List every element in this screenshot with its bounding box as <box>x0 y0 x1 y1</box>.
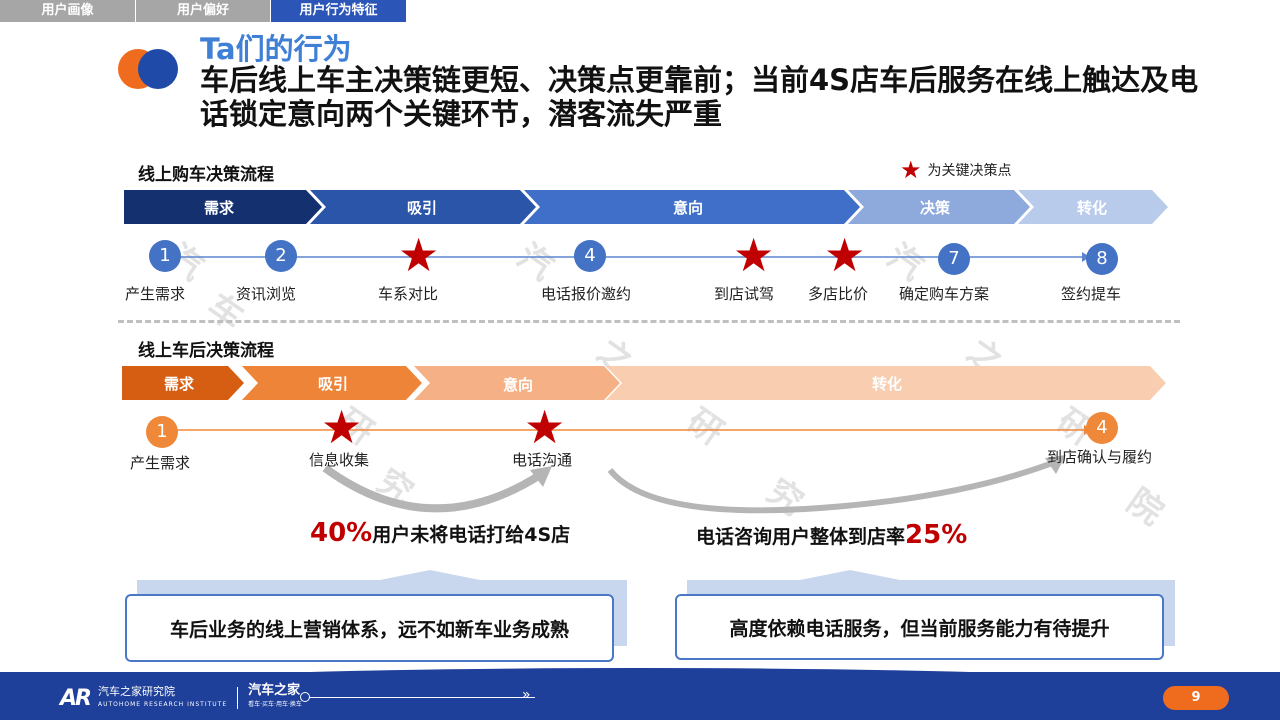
aftersale-flow-title: 线上车后决策流程 <box>138 341 274 361</box>
page-title: 车后线上车主决策链更短、决策点更靠前；当前4S店车后服务在线上触达及电话锁定意向… <box>200 63 1199 131</box>
step-label: 电话沟通 <box>512 451 573 469</box>
legend-label: 为关键决策点 <box>927 163 1012 179</box>
section-tabs: 用户画像 用户偏好 用户行为特征 <box>0 0 406 22</box>
purchase-stage-label: 决策 <box>919 198 950 217</box>
aftersale-stage-label: 转化 <box>871 374 902 393</box>
key-decision-star-icon: ★ <box>733 228 775 282</box>
callout-box-right: 高度依赖电话服务，但当前服务能力有待提升 <box>675 594 1164 660</box>
footer-progress-line <box>300 697 535 698</box>
aftersale-stage-chevron <box>242 366 422 400</box>
step-circle: 1 <box>149 240 181 272</box>
purchase-stage-label: 转化 <box>1076 198 1107 217</box>
aftersale-stage-label: 吸引 <box>317 374 348 393</box>
purchase-stage-chevron <box>524 190 860 224</box>
step-label: 到店试驾 <box>714 285 775 303</box>
step-label: 到店确认与履约 <box>1047 448 1153 466</box>
purchase-stage-label: 吸引 <box>406 198 437 217</box>
purchase-stage-chevron <box>310 190 536 224</box>
step-circle: 2 <box>265 240 297 272</box>
curve-arrowhead <box>1045 455 1066 474</box>
legend: ★ 为关键决策点 <box>900 158 1012 182</box>
section-divider <box>118 320 1180 323</box>
stat-right: 电话咨询用户整体到店率25% <box>696 520 967 550</box>
tab-user-portrait[interactable]: 用户画像 <box>0 0 135 22</box>
ar-logo-icon: AR <box>60 685 92 711</box>
footer-bar <box>0 672 1280 720</box>
curve-arrow-right <box>607 459 1057 514</box>
institute-en: AUTOHOME RESEARCH INSTITUTE <box>97 701 228 708</box>
page-number: 9 <box>1163 686 1229 710</box>
step-label: 确定购车方案 <box>899 285 990 303</box>
tab-user-behavior[interactable]: 用户行为特征 <box>270 0 406 22</box>
step-label: 多店比价 <box>808 285 869 303</box>
step-circle: 4 <box>1086 412 1118 444</box>
aftersale-stage-chevron <box>606 366 1166 400</box>
tab-user-preference[interactable]: 用户偏好 <box>135 0 270 22</box>
key-decision-star-icon: ★ <box>524 400 566 454</box>
step-label: 产生需求 <box>125 285 186 303</box>
callout-pointer <box>380 570 480 580</box>
step-label: 电话报价邀约 <box>541 285 632 303</box>
page-subtitle: Ta们的行为 <box>200 32 352 66</box>
purchase-stage-chevron <box>848 190 1030 224</box>
title-dots-logo <box>118 49 180 89</box>
key-decision-star-icon: ★ <box>398 228 440 282</box>
curve-arrowhead <box>530 466 552 487</box>
institute-name: 汽车之家研究院 AUTOHOME RESEARCH INSTITUTE <box>98 685 227 711</box>
step-circle: 7 <box>938 243 970 275</box>
purchase-flow-title: 线上购车决策流程 <box>138 165 274 185</box>
stat-left-number: 40% <box>310 518 373 548</box>
stat-right-text: 电话咨询用户整体到店率 <box>696 526 906 548</box>
key-decision-star-icon: ★ <box>321 400 363 454</box>
blue-dot-icon <box>138 49 178 89</box>
step-circle: 4 <box>574 240 606 272</box>
star-icon: ★ <box>900 156 922 184</box>
footer-brand: AR 汽车之家研究院 AUTOHOME RESEARCH INSTITUTE 汽… <box>60 684 302 712</box>
footer-line-dot-icon <box>300 692 310 702</box>
autohome-brand: 汽车之家 看车·买车·用车·换车 <box>248 684 302 712</box>
purchase-stage-chevron <box>124 190 322 224</box>
callout-pointer <box>800 570 900 580</box>
step-label: 产生需求 <box>130 454 191 472</box>
key-decision-star-icon: ★ <box>824 228 866 282</box>
autohome-slogan: 看车·买车·用车·换车 <box>248 701 302 708</box>
curve-arrow-left <box>322 464 543 513</box>
purchase-stage-chevron <box>1018 190 1168 224</box>
brand-separator <box>237 687 239 709</box>
double-chevron-right-icon: » <box>522 687 531 703</box>
institute-cn: 汽车之家研究院 <box>97 685 175 698</box>
step-label: 签约提车 <box>1061 285 1122 303</box>
step-label: 信息收集 <box>309 451 370 469</box>
aftersale-stage-label: 意向 <box>502 375 533 394</box>
stat-right-number: 25% <box>905 520 968 550</box>
stat-left: 40%用户未将电话打给4S店 <box>310 518 570 548</box>
step-circle: 8 <box>1086 243 1118 275</box>
step-label: 车系对比 <box>378 285 439 303</box>
step-label: 资讯浏览 <box>236 285 297 303</box>
step-circle: 1 <box>146 416 178 448</box>
aftersale-stage-label: 需求 <box>163 374 194 393</box>
callout-box-left: 车后业务的线上营销体系，远不如新车业务成熟 <box>125 594 614 662</box>
stat-left-text: 用户未将电话打给4S店 <box>372 524 571 546</box>
purchase-stage-label: 意向 <box>672 198 703 217</box>
aftersale-stage-chevron <box>414 366 620 400</box>
aftersale-stage-chevron <box>122 366 244 400</box>
autohome-name: 汽车之家 <box>248 683 301 698</box>
purchase-stage-label: 需求 <box>203 198 234 217</box>
